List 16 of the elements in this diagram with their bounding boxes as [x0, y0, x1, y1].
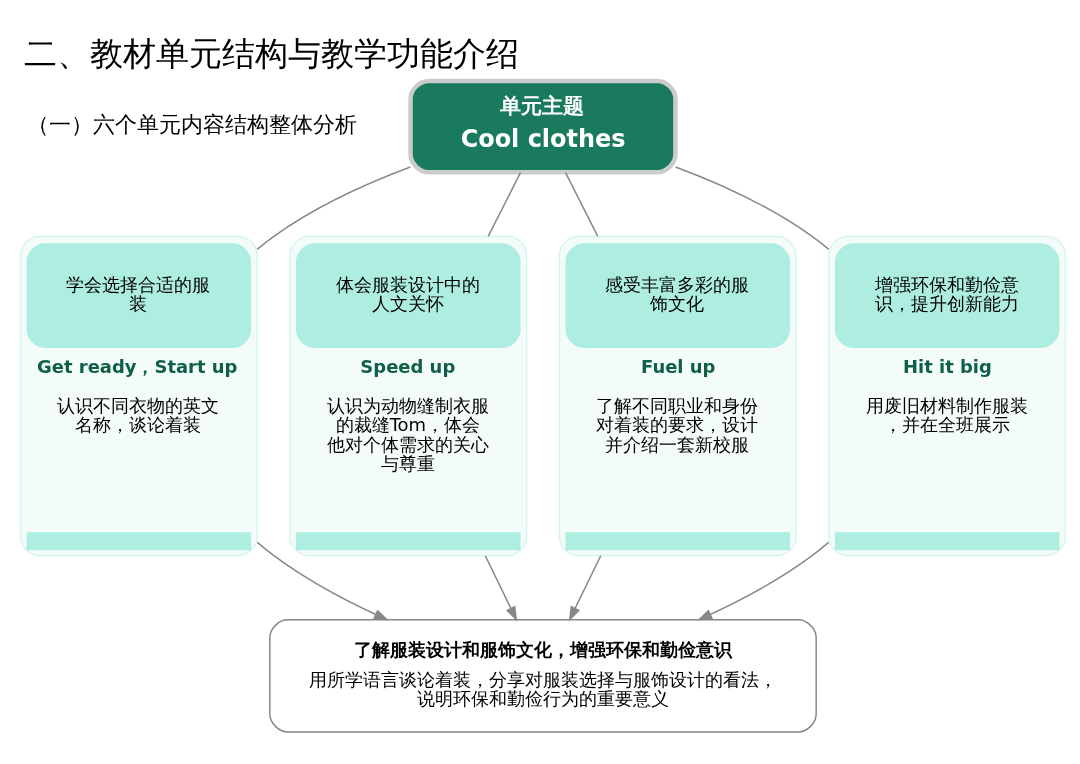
arrow — [484, 554, 518, 621]
node-box: 体会服装设计中的人文关怀 Speed up 认识为动物缝制衣服的裁缝Tom，体会他对个体需求的关心与尊重 — [289, 235, 528, 556]
diagram-title: 二、教材单元结构与教学功能介绍 — [23, 33, 519, 73]
arrow — [256, 541, 389, 620]
node-box: 单元主题 Cool clothes — [408, 78, 678, 174]
node-box: 感受丰富多彩的服饰文化 Fuel up 了解不同职业和身份对着装的要求，设计并介绍一套新校服 — [558, 235, 797, 556]
node-box: 增强环保和勤俭意识，提升创新能力 Hit it big 用废旧材料制作服装，并在全班展示 — [828, 235, 1067, 556]
node-box: 了解服装设计和服饰文化，增强环保和勤俭意识 用所学语言谈论着装，分享对服装选择与服饰设计的看法，说明环保和勤俭行为的重要意义 — [269, 618, 817, 733]
connector — [487, 171, 522, 237]
label: （一）六个单元内容结构整体分析 — [26, 110, 357, 137]
arrow — [568, 554, 602, 621]
arrow — [697, 541, 830, 620]
node-box: 学会选择合适的服装 Get ready，Start up 认识不同衣物的英文名称，谈论着装 — [19, 235, 258, 556]
connector — [564, 171, 599, 237]
connector — [256, 165, 412, 250]
connector — [674, 165, 830, 250]
